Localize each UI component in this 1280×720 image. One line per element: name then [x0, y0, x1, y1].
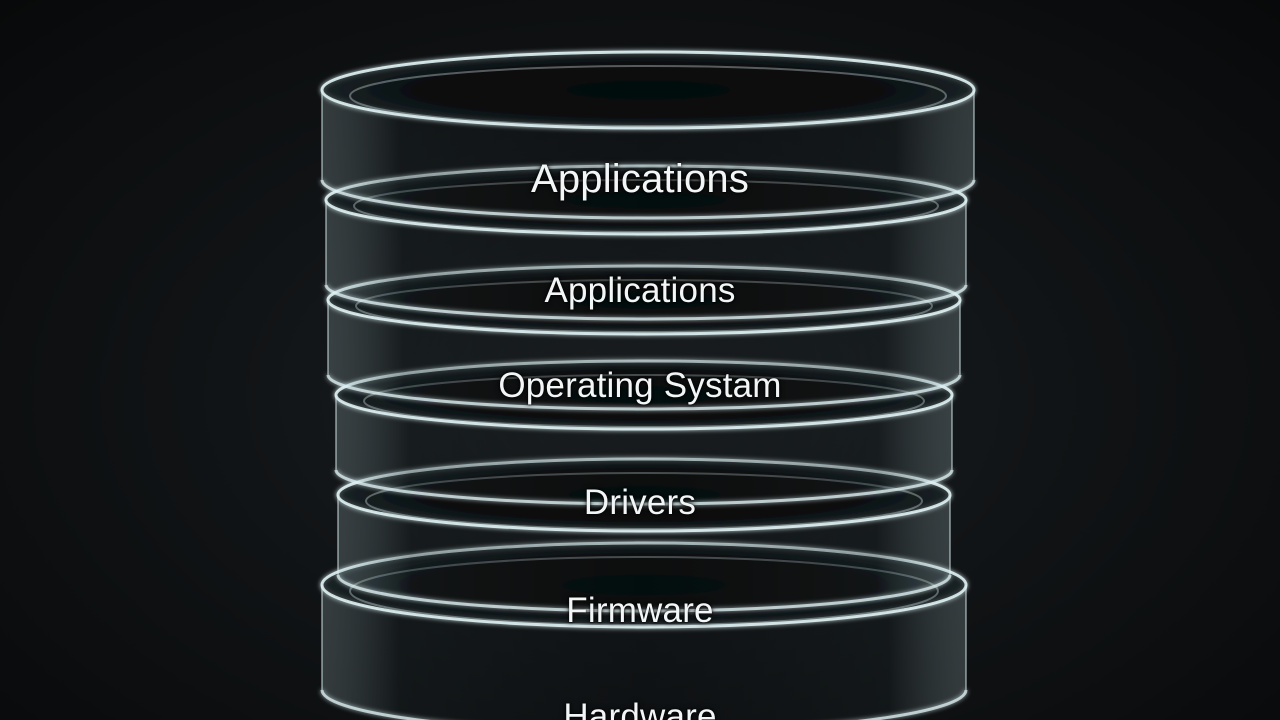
- layer-label-applications: Applications: [544, 271, 736, 310]
- layer-label-hardware: Hardware: [563, 697, 717, 720]
- layer-label-firmware: Firmware: [566, 591, 714, 630]
- layer-label-drivers: Drivers: [583, 483, 697, 522]
- layer-label-applications-top: Applications: [530, 157, 750, 201]
- layer-label-operating-system: Operating Systam: [498, 366, 782, 405]
- disc-applications-top: [320, 50, 976, 220]
